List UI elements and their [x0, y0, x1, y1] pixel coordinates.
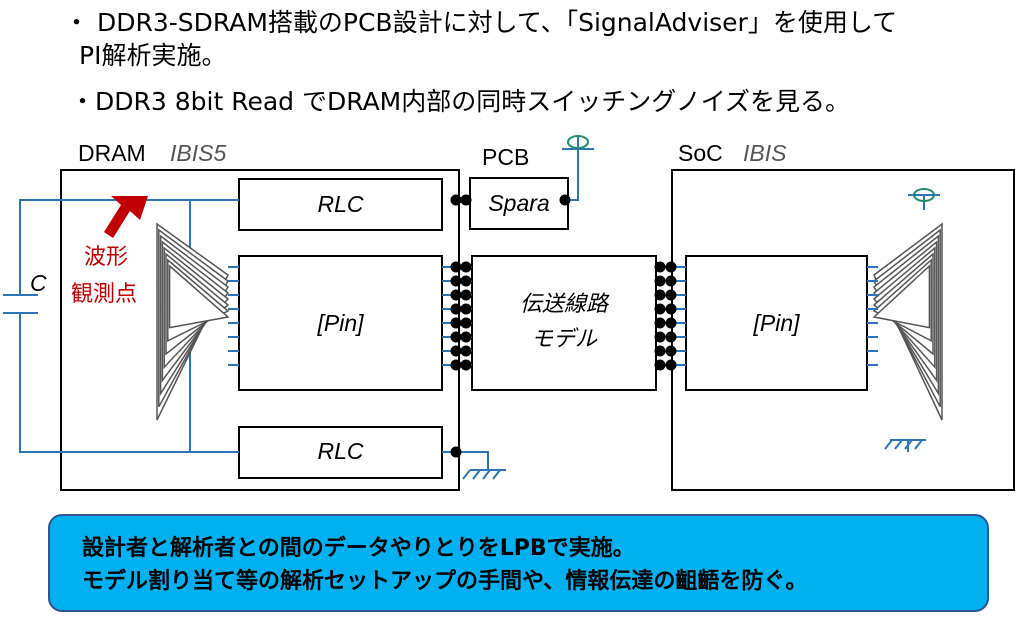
callout-line-2: モデル割り当て等の解析セットアップの手間や、情報伝達の齟齬を防ぐ。	[82, 569, 808, 594]
rlc-top-box	[238, 178, 443, 231]
tline-box	[471, 255, 657, 391]
connector-dot	[450, 194, 462, 206]
connector-dot	[460, 194, 472, 206]
callout-line-1: 設計者と解析者との間のデータやりとりをLPBで実施。	[82, 536, 635, 561]
bullet-2: ・DDR3 8bit Read でDRAM内部の同時スイッチングノイズを見る。	[70, 87, 850, 116]
soc-label: SoC	[678, 140, 723, 166]
connector-dot	[450, 317, 462, 329]
ground-rings	[567, 135, 935, 202]
connector-dot	[654, 359, 666, 371]
dram-buffer-triangle	[168, 264, 230, 329]
soc-buffer-stack	[872, 222, 943, 421]
ground-symbols	[442, 439, 926, 480]
connector-dot	[450, 261, 462, 273]
connector-dot	[654, 289, 666, 301]
rlc-bottom-label: RLC	[317, 438, 364, 464]
connector-dot	[460, 345, 472, 357]
dram-buffer-stack	[156, 222, 230, 421]
tline-label-line-1: 伝送線路	[519, 292, 608, 317]
connector-dot	[450, 303, 462, 315]
spara-box	[469, 177, 569, 230]
connector-dot	[450, 359, 462, 371]
dram-label: DRAM	[78, 140, 146, 166]
connector-dot	[665, 261, 677, 273]
soc-model-label: IBIS	[743, 140, 787, 166]
pin-left-box	[238, 255, 443, 391]
connector-dot	[450, 345, 462, 357]
pin-left-label: [Pin]	[317, 310, 364, 336]
connector-dot	[450, 275, 462, 287]
connector-dot	[450, 331, 462, 343]
connector-dot	[665, 331, 677, 343]
rlc-top-label: RLC	[317, 191, 364, 217]
connector-dot	[654, 275, 666, 287]
connector-dot	[460, 331, 472, 343]
connector-dot	[460, 303, 472, 315]
connector-dot	[665, 275, 677, 287]
summary-callout	[48, 514, 989, 612]
connector-dot	[654, 317, 666, 329]
spara-label: Spara	[488, 190, 550, 216]
connector-dots	[450, 194, 677, 458]
connector-dot	[654, 345, 666, 357]
pin-right-label: [Pin]	[753, 310, 800, 336]
connector-dot	[460, 317, 472, 329]
connector-dot	[450, 446, 462, 458]
dram-box	[60, 169, 460, 491]
connector-dot	[665, 317, 677, 329]
connector-dot	[665, 359, 677, 371]
connector-dot	[665, 345, 677, 357]
tline-label-line-2: モデル	[530, 327, 597, 352]
connector-dot	[654, 331, 666, 343]
probe-label-line-2: 観測点	[71, 282, 138, 307]
connector-dot	[450, 289, 462, 301]
connector-dot	[460, 289, 472, 301]
bullet-1-line-2: PI解析実施。	[79, 41, 227, 70]
dram-model-label: IBIS5	[170, 140, 227, 166]
connector-dot	[559, 194, 571, 206]
soc-box	[671, 169, 1015, 491]
soc-buffer-triangle	[872, 264, 931, 329]
connector-dot	[665, 289, 677, 301]
capacitor-label: C	[30, 270, 47, 296]
connector-dot	[460, 359, 472, 371]
connector-dot	[460, 261, 472, 273]
probe-arrow	[104, 196, 148, 238]
pcb-label: PCB	[482, 144, 530, 170]
connector-dot	[665, 303, 677, 315]
bullet-1-line-1: ・ DDR3-SDRAM搭載のPCB設計に対して、「SignalAdviser」…	[64, 8, 898, 37]
connector-dot	[654, 261, 666, 273]
connector-dot	[460, 275, 472, 287]
probe-label-line-1: 波形	[84, 245, 129, 270]
rlc-bottom-box	[238, 426, 443, 479]
connector-dot	[654, 303, 666, 315]
